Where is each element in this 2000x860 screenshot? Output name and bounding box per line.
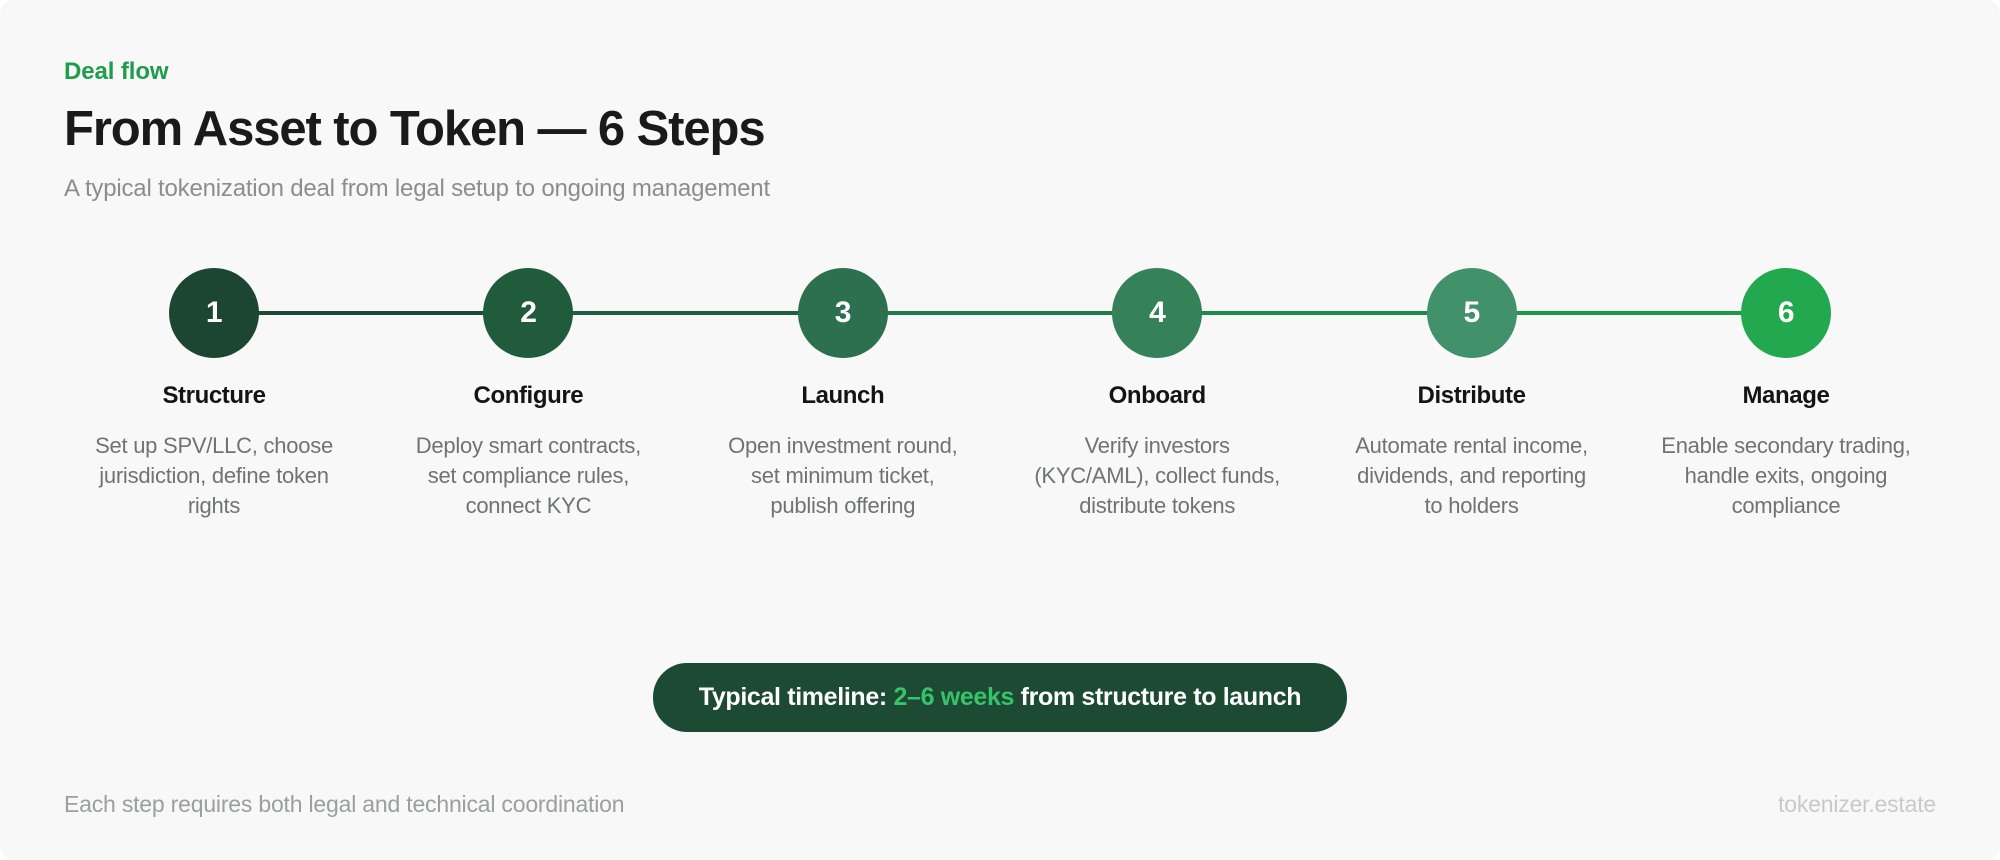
timeline-pill-suffix: from structure to launch <box>1014 683 1302 711</box>
timeline-pill-row: Typical timeline: 2–6 weeks from structu… <box>0 663 2000 732</box>
page-subtitle: A typical tokenization deal from legal s… <box>64 174 770 202</box>
page-title: From Asset to Token — 6 Steps <box>64 101 766 156</box>
header: Deal flow From Asset to Token — 6 Steps … <box>64 58 770 204</box>
step-description: Automate rental income, dividends, and r… <box>1355 432 1588 518</box>
step-label: Configure <box>473 382 584 409</box>
step-number: 1 <box>205 296 223 329</box>
step-connector-line <box>1471 311 1772 315</box>
eyebrow-label: Deal flow <box>64 58 169 85</box>
timeline-pill-highlight: 2–6 weeks <box>893 683 1015 711</box>
step-number-circle[interactable]: 2 <box>483 268 574 358</box>
step-number-circle[interactable]: 5 <box>1426 268 1517 358</box>
step-description: Verify investors (KYC/AML), collect fund… <box>1034 432 1280 518</box>
step-description: Open investment round, set minimum ticke… <box>728 432 958 518</box>
step-number: 6 <box>1777 296 1795 329</box>
step-label: Launch <box>801 382 885 409</box>
timeline-pill-prefix: Typical timeline: <box>698 683 894 711</box>
step-circle-wrap: 3 <box>693 268 1143 358</box>
step-number-circle[interactable]: 6 <box>1740 268 1831 358</box>
step-number-circle[interactable]: 3 <box>797 268 888 358</box>
step-connector-line <box>842 311 1143 315</box>
step-label: Distribute <box>1417 382 1526 409</box>
step-circle-wrap: 6 <box>1636 268 1936 358</box>
footer-brand: tokenizer.estate <box>1778 791 1936 817</box>
step-description: Enable secondary trading, handle exits, … <box>1661 432 1911 518</box>
step-number: 5 <box>1463 296 1480 329</box>
step-number: 4 <box>1149 296 1166 329</box>
step-number-circle[interactable]: 4 <box>1112 268 1203 358</box>
step-label: Onboard <box>1108 382 1207 409</box>
step-circle-wrap: 5 <box>1322 268 1772 358</box>
step-number: 3 <box>834 296 852 329</box>
step-connector-line <box>528 311 829 315</box>
step-circle-wrap: 4 <box>1007 268 1458 358</box>
step-description: Set up SPV/LLC, choose jurisdiction, def… <box>95 432 333 518</box>
step-circle-wrap: 2 <box>378 268 829 358</box>
step-circle-wrap: 1 <box>64 268 514 358</box>
step-label: Manage <box>1742 382 1830 409</box>
step-connector-line <box>1157 311 1458 315</box>
timeline-pill: Typical timeline: 2–6 weeks from structu… <box>652 663 1348 732</box>
footer: Each step requires both legal and techni… <box>64 791 1936 818</box>
footer-note: Each step requires both legal and techni… <box>64 791 625 817</box>
step-connector-line <box>214 311 514 315</box>
step-description: Deploy smart contracts, set compliance r… <box>415 432 642 518</box>
step-number-circle[interactable]: 1 <box>169 268 259 358</box>
step-label: Structure <box>162 382 266 409</box>
step-number: 2 <box>520 296 537 329</box>
